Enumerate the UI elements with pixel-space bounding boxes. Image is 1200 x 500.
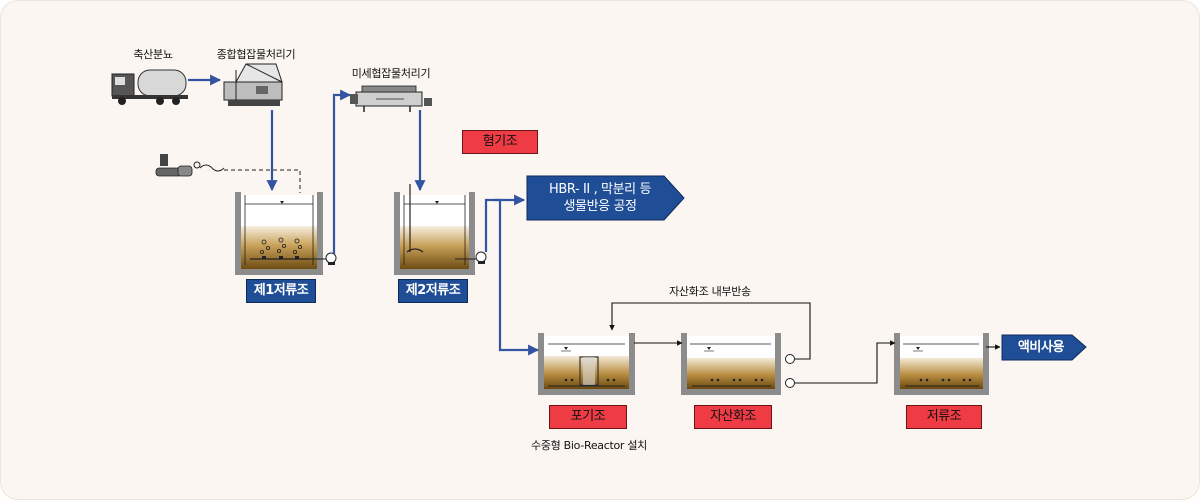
process-lines: [609, 302, 896, 384]
hbr-line-2: 생물반응 공정: [563, 199, 637, 214]
pump-1-icon: [305, 252, 337, 265]
fine-screen-machine-icon: [350, 85, 432, 112]
tag-storage-2: 제2저류조: [398, 279, 468, 303]
label-bio-reactor-note: 수중형 Bio-Reactor 설치: [531, 439, 647, 452]
label-fine-screen: 미세협잡물처리기: [351, 67, 431, 80]
blower-icon: [155, 154, 225, 177]
aeration-tank-icon: [538, 333, 635, 395]
tag-storage-1: 제1저류조: [246, 279, 316, 303]
pump-3-icon: [785, 354, 795, 388]
fertilizer-use-box: 액비사용: [1017, 340, 1065, 355]
label-manure: 축산분뇨: [133, 48, 173, 61]
manure-truck-icon: [111, 69, 188, 105]
tag-maturation: 자산화조: [694, 405, 772, 429]
tag-aeration: 포기조: [549, 405, 627, 429]
hbr-line-1: HBR- II , 막분리 등: [548, 182, 652, 197]
tag-final-storage: 저류조: [906, 405, 982, 429]
flow-lines: [188, 74, 540, 356]
label-internal-return: 자산화조 내부반송: [669, 285, 751, 298]
hbr-process-box: HBR- II , 막분리 등 생물반응 공정: [530, 181, 670, 215]
storage-tank-1-icon: [235, 192, 323, 275]
maturation-tank-icon: [681, 333, 781, 395]
tag-anaerobic: 혐기조: [462, 130, 538, 154]
label-coarse-screen: 종합협잡물처리기: [216, 48, 296, 61]
pump-2-icon: [475, 251, 487, 264]
final-storage-tank-icon: [894, 333, 989, 395]
coarse-screen-machine-icon: [223, 63, 283, 106]
storage-tank-2-icon: [394, 184, 476, 275]
